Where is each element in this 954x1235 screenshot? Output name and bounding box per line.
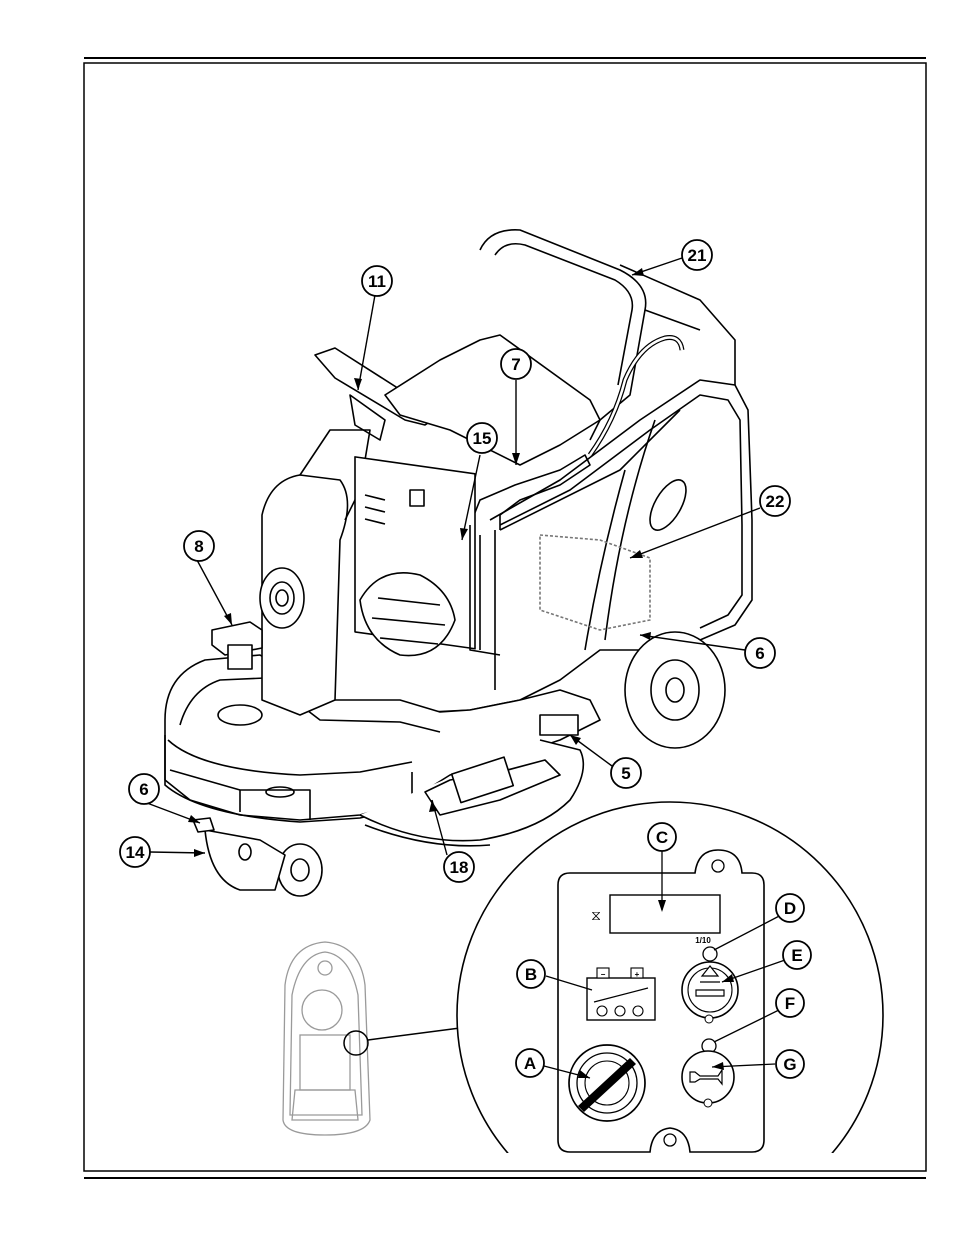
callout-6-rear-label: 6 [755,644,764,663]
battery-led-3 [633,1006,643,1016]
callout-5-label: 5 [621,764,630,783]
callout-22-label: 22 [766,492,785,511]
panel-callout-a: A [524,1054,536,1073]
callout-14-label: 14 [126,843,145,862]
top-view-panel-marker [344,1031,368,1055]
panel-callout-d: D [784,899,796,918]
panel-callout-e: E [791,946,802,965]
top-view-steering [302,990,342,1030]
callout-8-label: 8 [194,537,203,556]
battery-led-1 [597,1006,607,1016]
callout-14: 14 [120,837,150,867]
battery-led-2 [615,1006,625,1016]
callout-18-label: 18 [450,858,469,877]
callout-15: 15 [467,423,497,453]
callout-8: 8 [184,531,214,561]
callout-5: 5 [611,758,641,788]
callout-21: 21 [682,240,712,270]
callout-7: 7 [501,349,531,379]
scrubber-machine [165,230,752,896]
speed-switch-screw [705,1015,713,1023]
battery-plus-label: + [635,970,640,979]
callout-18: 18 [444,852,474,882]
callout-6-front: 6 [129,774,159,804]
speed-range-label: 1/10 [695,936,711,945]
column-knob-panel [260,568,304,628]
battery-minus-label: − [601,970,606,979]
solution-valve [540,715,578,735]
horn-button-screw [704,1099,712,1107]
callout-21-label: 21 [688,246,707,265]
front-module [228,645,252,669]
top-view-hub [318,961,332,975]
callout-11: 11 [362,266,392,296]
panel-callout-b: B [525,965,537,984]
panel-callout-c: C [656,828,668,847]
hourglass-icon: ⧖ [591,908,601,924]
top-view-seat [300,1035,350,1090]
machine-top-view [283,942,370,1135]
callout-7-label: 7 [511,355,520,374]
panel-callout-f: F [785,994,795,1013]
panel-callout-g: G [783,1055,796,1074]
callout-6-front-label: 6 [139,780,148,799]
rear-wheel [625,632,725,748]
magnifier-leader [368,1028,460,1040]
callout-22: 22 [760,486,790,516]
callout-15-label: 15 [473,429,492,448]
callout-11-label: 11 [368,272,386,291]
callout-6-rear: 6 [745,638,775,668]
front-caster-wheel [278,844,322,896]
